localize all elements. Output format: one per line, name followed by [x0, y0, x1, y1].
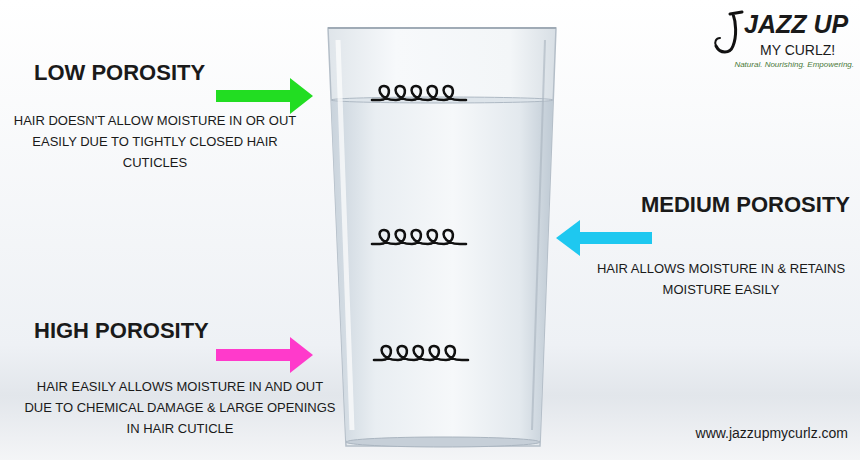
- saxophone-icon: [715, 12, 742, 52]
- heading: LOW POROSITY: [34, 60, 224, 86]
- logo-text: JAZZ UP: [744, 10, 852, 38]
- heading: HIGH POROSITY: [34, 318, 224, 344]
- hair-curl: [372, 86, 468, 360]
- pointer-arrow: [216, 337, 313, 373]
- logo-text: MY CURLZ!: [760, 42, 852, 58]
- description: HAIR EASILY ALLOWS MOISTURE IN AND OUT D…: [24, 376, 336, 439]
- description: HAIR DOESN'T ALLOW MOISTURE IN OR OUT EA…: [10, 110, 300, 173]
- description: HAIR ALLOWS MOISTURE IN & RETAINS MOISTU…: [592, 258, 850, 300]
- water-glass: [328, 28, 556, 447]
- logo-tagline: Natural. Nourishing. Empowering.: [704, 60, 854, 70]
- pointer-arrow: [556, 220, 652, 256]
- pointer-arrow: [216, 78, 313, 114]
- heading: MEDIUM POROSITY: [600, 192, 850, 218]
- website-url: www.jazzupmycurlz.com: [636, 424, 848, 442]
